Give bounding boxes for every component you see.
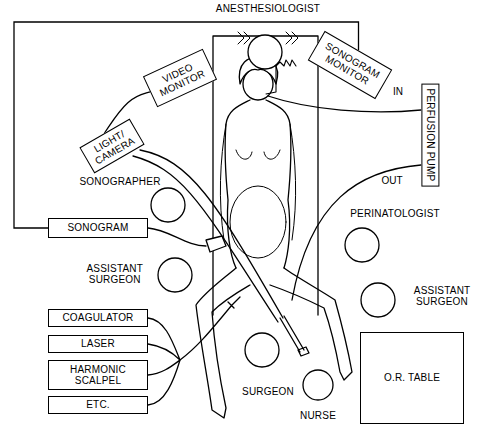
circle-outline [247,34,283,70]
node-label: NURSE [300,410,336,422]
left-leg [196,268,250,418]
right-leg [270,268,352,380]
equipment-box: VIDEO MONITOR [143,49,217,108]
sonogram-cable [148,228,206,246]
cable-connector [14,22,359,228]
node-label: SURGEON [242,386,294,398]
instrument [180,297,240,360]
circle-outline [303,370,333,400]
table-outline [213,36,318,315]
circle-outline [345,228,379,262]
node-label: COAGULATOR [62,312,133,324]
circle-outline [360,282,396,318]
equipment-box: ETC. [48,396,148,414]
node-label: ANESTHESIOLOGIST [216,3,320,15]
camera-cable [140,150,283,318]
person-circle: ASSISTANT SURGEON [360,282,396,318]
line-label: OUT [380,175,403,187]
laparoscope [280,316,309,356]
perfusion-in-line [268,96,421,112]
circle-outline [157,257,193,293]
person-circle: NURSE [302,369,334,401]
node-label: PERFUSION PUMP [424,89,436,182]
circle-outline [244,332,280,368]
equipment-box: HARMONIC SCALPEL [48,360,148,390]
equipment-box: SONOGRAM [48,218,148,238]
table-box: O.R. TABLE [360,332,464,424]
node-label: ASSISTANT SURGEON [414,285,470,308]
person-circle: ASSISTANT SURGEON [157,257,193,293]
patient-arms [220,124,295,240]
person-circle: ANESTHESIOLOGIST [247,34,283,70]
node-label: VIDEO MONITOR [151,56,210,100]
circle-outline [158,258,192,292]
patient-breasts [236,150,280,159]
node-label: LASER [81,338,115,350]
node-label: SONOGRAM MONITOR [315,38,385,92]
line-label: IN [392,86,404,98]
equipment-box: PERFUSION PUMP [421,84,439,187]
circle-outline [361,283,395,317]
person-circle: SONOGRAPHER [150,187,186,223]
circle-outline [248,35,282,69]
circle-outline [344,227,380,263]
equipment-box: LIGHT/ CAMERA [79,119,144,174]
circle-outline [245,333,279,367]
node-label: SONOGRAPHER [79,176,160,188]
node-label: ETC. [86,399,110,411]
node-label: SONOGRAM [67,222,128,234]
person-circle: PERINATOLOGIST [344,227,380,263]
instrument-cable [148,318,180,405]
circle-outline [150,187,186,223]
node-label: O.R. TABLE [384,372,440,384]
patient-body [225,100,291,268]
node-label: LIGHT/ CAMERA [85,124,138,168]
circle-outline [151,188,185,222]
equipment-box: SONOGRAM MONITOR [308,31,393,99]
equipment-box: COAGULATOR [48,309,148,327]
node-label: ASSISTANT SURGEON [82,263,148,286]
perfusion-out-line [292,165,421,300]
node-label: PERINATOLOGIST [350,208,440,220]
equipment-box: LASER [48,335,148,353]
node-label: HARMONIC SCALPEL [63,364,133,387]
person-circle: SURGEON [244,332,280,368]
pregnant-belly [230,186,286,258]
circle-outline [302,369,334,401]
